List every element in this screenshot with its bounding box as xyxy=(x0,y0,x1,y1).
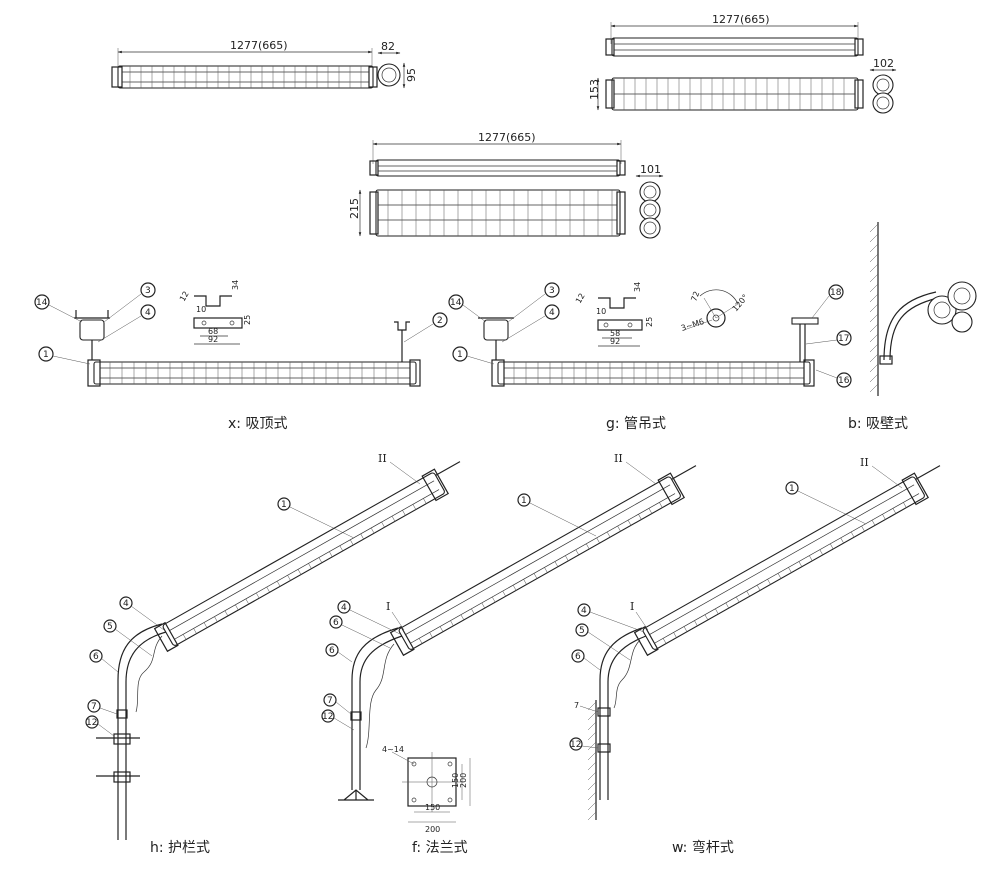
flange-g-holes: 3~M6 xyxy=(680,317,705,333)
bracket-x-d2: 10 xyxy=(196,305,206,314)
bracket-g-t: 25 xyxy=(645,317,654,327)
bracket-g-w1: 58 xyxy=(610,329,620,338)
tube-g xyxy=(497,361,811,385)
callout-4-w: 4 xyxy=(581,606,587,616)
bracket-g-h: 34 xyxy=(633,282,642,292)
callout-4-x: 4 xyxy=(145,308,151,318)
callout-7-f: 7 xyxy=(327,696,333,706)
bracket-g-w2: 92 xyxy=(610,337,620,346)
caption-w: w: 弯杆式 xyxy=(672,839,734,856)
flange-f-holes: 4~14 xyxy=(382,745,404,754)
end-view-1 xyxy=(377,63,401,87)
flange-f-s1-bottom: 150 xyxy=(425,803,440,812)
length-dim-2: 1277(665) xyxy=(712,13,770,26)
width-dim-3: 101 xyxy=(640,163,661,176)
callout-5-h: 5 xyxy=(107,622,113,632)
callout-17: 17 xyxy=(838,334,849,344)
single-tube-view: 1277(665) 82 95 xyxy=(111,39,418,89)
end-cap-right-1 xyxy=(368,66,378,88)
height-dim-3: 215 xyxy=(348,198,361,219)
double-tube-view: 1277(665) 153 102 xyxy=(588,13,897,114)
flange-g-angle: 120° xyxy=(731,293,750,314)
roman-II-w: II xyxy=(860,456,869,469)
callout-5-w: 5 xyxy=(579,626,585,636)
end-view-2b xyxy=(872,92,894,114)
callout-6-w: 6 xyxy=(575,652,581,662)
tube-x xyxy=(93,361,417,385)
callout-4-g: 4 xyxy=(549,308,555,318)
callout-7-w: 7 xyxy=(574,701,579,710)
caption-h: h: 护栏式 xyxy=(150,840,210,856)
bracket-x-d1: 12 xyxy=(178,290,191,303)
bracket-g-d2: 10 xyxy=(596,307,606,316)
callout-12-w: 12 xyxy=(570,740,581,750)
mount-x-ceiling: 68 92 34 12 10 25 14 3 4 1 2 x: 吸顶式 xyxy=(34,280,448,432)
height-dim-1: 95 xyxy=(405,68,418,82)
mount-f-flange: 4~14 150 200 150 200 4 6 6 7 12 I 1 II f… xyxy=(321,452,697,856)
caption-x: x: 吸顶式 xyxy=(228,416,287,432)
callout-6-h: 6 xyxy=(93,652,99,662)
flange-g xyxy=(706,308,726,328)
callout-1-x: 1 xyxy=(43,350,49,360)
length-dim-3: 1277(665) xyxy=(478,131,536,144)
mount-h-guardrail: 4 5 6 7 12 1 II h: 护栏式 xyxy=(85,452,461,856)
callout-4-f: 4 xyxy=(341,603,347,613)
caption-b: b: 吸壁式 xyxy=(848,416,908,432)
bracket-x-w1: 68 xyxy=(208,327,218,336)
callout-1-h: 1 xyxy=(281,500,287,510)
end-cap-left-1 xyxy=(111,66,123,88)
callout-14-g: 14 xyxy=(450,298,462,308)
bracket-x-h: 34 xyxy=(231,280,240,290)
caption-f: f: 法兰式 xyxy=(412,840,468,856)
callout-12-f: 12 xyxy=(322,712,333,722)
mount-g-pendant: 58 92 34 12 10 25 72 120° 3~M6 14 3 4 1 … xyxy=(448,282,852,432)
bracket-x-t: 25 xyxy=(243,315,252,325)
mount-w-bent-pole: 4 5 6 7 12 I 1 II w: 弯杆式 xyxy=(569,456,941,856)
callout-12-h: 12 xyxy=(86,718,97,728)
roman-I-f: I xyxy=(386,600,390,613)
caption-g: g: 管吊式 xyxy=(606,416,666,432)
tube-side-2 xyxy=(611,37,859,57)
callout-6b-f: 6 xyxy=(329,646,335,656)
tube-side-3 xyxy=(375,159,621,177)
callout-1-g: 1 xyxy=(457,350,463,360)
bracket-g-d1: 12 xyxy=(574,292,587,305)
height-dim-2: 153 xyxy=(588,79,601,100)
callout-1-w: 1 xyxy=(789,484,795,494)
width-dim-1: 82 xyxy=(381,40,395,53)
length-dim-1: 1277(665) xyxy=(230,39,288,52)
mount-b-wall: b: 吸壁式 xyxy=(848,222,977,432)
callout-2-x: 2 xyxy=(437,316,443,326)
callout-16: 16 xyxy=(838,376,850,386)
end-view-2a xyxy=(872,74,894,96)
width-dim-2: 102 xyxy=(873,57,894,70)
flange-f-s1-side: 150 xyxy=(451,773,460,788)
callout-18: 18 xyxy=(830,288,842,298)
roman-II-f: II xyxy=(614,452,623,465)
tube-body-1 xyxy=(117,65,374,89)
tube-front-3 xyxy=(375,189,621,237)
callout-6a-f: 6 xyxy=(333,618,339,628)
bracket-x-w2: 92 xyxy=(208,335,218,344)
callout-4-h: 4 xyxy=(123,599,129,609)
triple-tube-view: 1277(665) 215 101 xyxy=(348,131,664,239)
callout-3-g: 3 xyxy=(549,286,555,296)
callout-7-h: 7 xyxy=(91,702,97,712)
flange-g-r: 72 xyxy=(689,290,701,303)
roman-II-h: II xyxy=(378,452,387,465)
flange-f-s2-bottom: 200 xyxy=(425,825,440,834)
callout-14-x: 14 xyxy=(36,298,48,308)
flange-f-s2-side: 200 xyxy=(459,773,468,788)
callout-3-x: 3 xyxy=(145,286,151,296)
roman-I-w: I xyxy=(630,600,634,613)
callout-1-f: 1 xyxy=(521,496,527,506)
